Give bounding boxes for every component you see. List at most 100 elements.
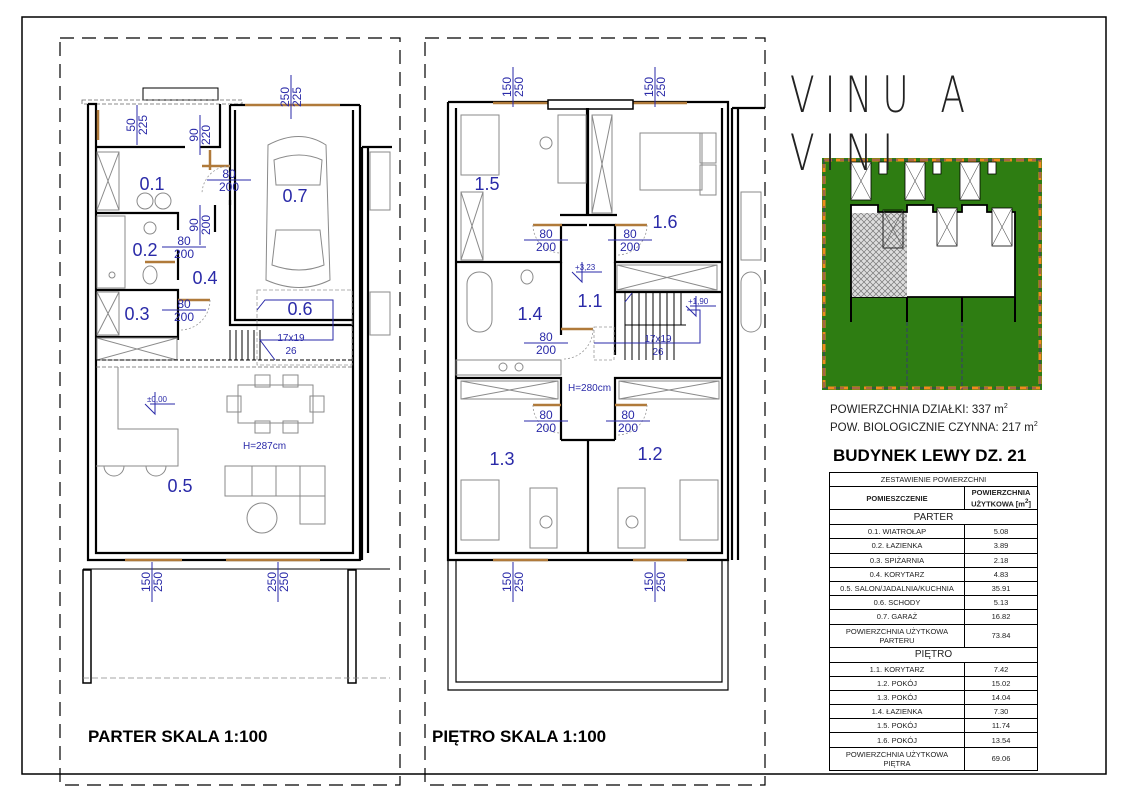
stairs-size: 17x19 [277,333,305,344]
building-heading: BUDYNEK LEWY DZ. 21 [833,446,1027,465]
svg-text:150: 150 [500,572,514,592]
room-label-0-4: 0.4 [192,268,217,288]
level-marker-mid: +1,90 [685,296,716,318]
level-marker: ±0,00 [144,392,175,416]
plot-area-text: POWIERZCHNIA DZIAŁKI: 337 m [830,403,1004,416]
svg-text:225: 225 [136,115,150,135]
room-label-1-3: 1.3 [489,449,514,469]
room-label-1-4: 1.4 [517,304,542,324]
unit-sup: 2 [1033,421,1038,428]
car-icon [265,136,331,288]
pietro-stairs [593,292,701,361]
svg-text:250: 250 [512,77,526,97]
svg-text:80: 80 [539,330,553,344]
svg-text:150: 150 [642,572,656,592]
stairs-count: 26 [652,347,664,358]
svg-text:80: 80 [539,408,553,422]
room-label-0-6: 0.6 [287,299,312,319]
svg-text:200: 200 [536,421,556,435]
svg-text:90: 90 [187,218,201,232]
room-label-1-1: 1.1 [577,291,602,311]
svg-text:250: 250 [151,572,165,592]
svg-text:200: 200 [174,247,194,261]
bio-area-text: POW. BIOLOGICZNIE CZYNNA: 217 m [830,421,1034,434]
col-header-area: POWIERZCHNIA UŻYTKOWA [m2] [964,486,1038,511]
ceiling-height: H=280cm [568,383,611,394]
room-label-0-2: 0.2 [132,240,157,260]
svg-text:150: 150 [642,77,656,97]
parter-frame [59,37,401,786]
project-title: VINU A VINI [790,66,976,182]
svg-text:50: 50 [124,118,138,132]
svg-text:200: 200 [536,240,556,254]
level-marker-top: +3,23 [571,262,602,284]
svg-text:250: 250 [277,572,291,592]
pietro-frame [424,37,766,786]
stairs-count: 26 [285,346,297,357]
svg-text:200: 200 [174,310,194,324]
stairs-size: 17x19 [644,334,672,345]
table-title: ZESTAWIENIE POWIERZCHNI [829,471,1038,488]
svg-text:±0,00: ±0,00 [147,395,168,404]
section-pietro: PIĘTRO [829,646,1038,663]
svg-text:80: 80 [177,297,191,311]
svg-text:90: 90 [187,128,201,142]
plot-area: POWIERZCHNIA DZIAŁKI: 337 m2 [830,403,1008,416]
svg-text:200: 200 [219,180,239,194]
pietro-title: PIĘTRO SKALA 1:100 [432,727,607,746]
room-label-1-6: 1.6 [652,212,677,232]
svg-text:150: 150 [500,77,514,97]
svg-text:80: 80 [621,408,635,422]
svg-text:250: 250 [654,572,668,592]
svg-text:80: 80 [177,234,191,248]
svg-text:80: 80 [623,227,637,241]
svg-text:80: 80 [539,227,553,241]
svg-text:200: 200 [199,215,213,235]
parter-stairs [229,289,353,366]
bio-area: POW. BIOLOGICZNIE CZYNNA: 217 m2 [830,421,1038,434]
svg-text:250: 250 [265,572,279,592]
unit-sup: 2 [1003,403,1008,410]
sheet-border [21,16,1107,775]
svg-text:+3,23: +3,23 [575,263,596,272]
svg-text:200: 200 [536,343,556,357]
svg-text:220: 220 [199,125,213,145]
section-parter: PARTER [829,509,1038,526]
svg-text:250: 250 [654,77,668,97]
svg-text:150: 150 [139,572,153,592]
room-label-0-5: 0.5 [167,476,192,496]
